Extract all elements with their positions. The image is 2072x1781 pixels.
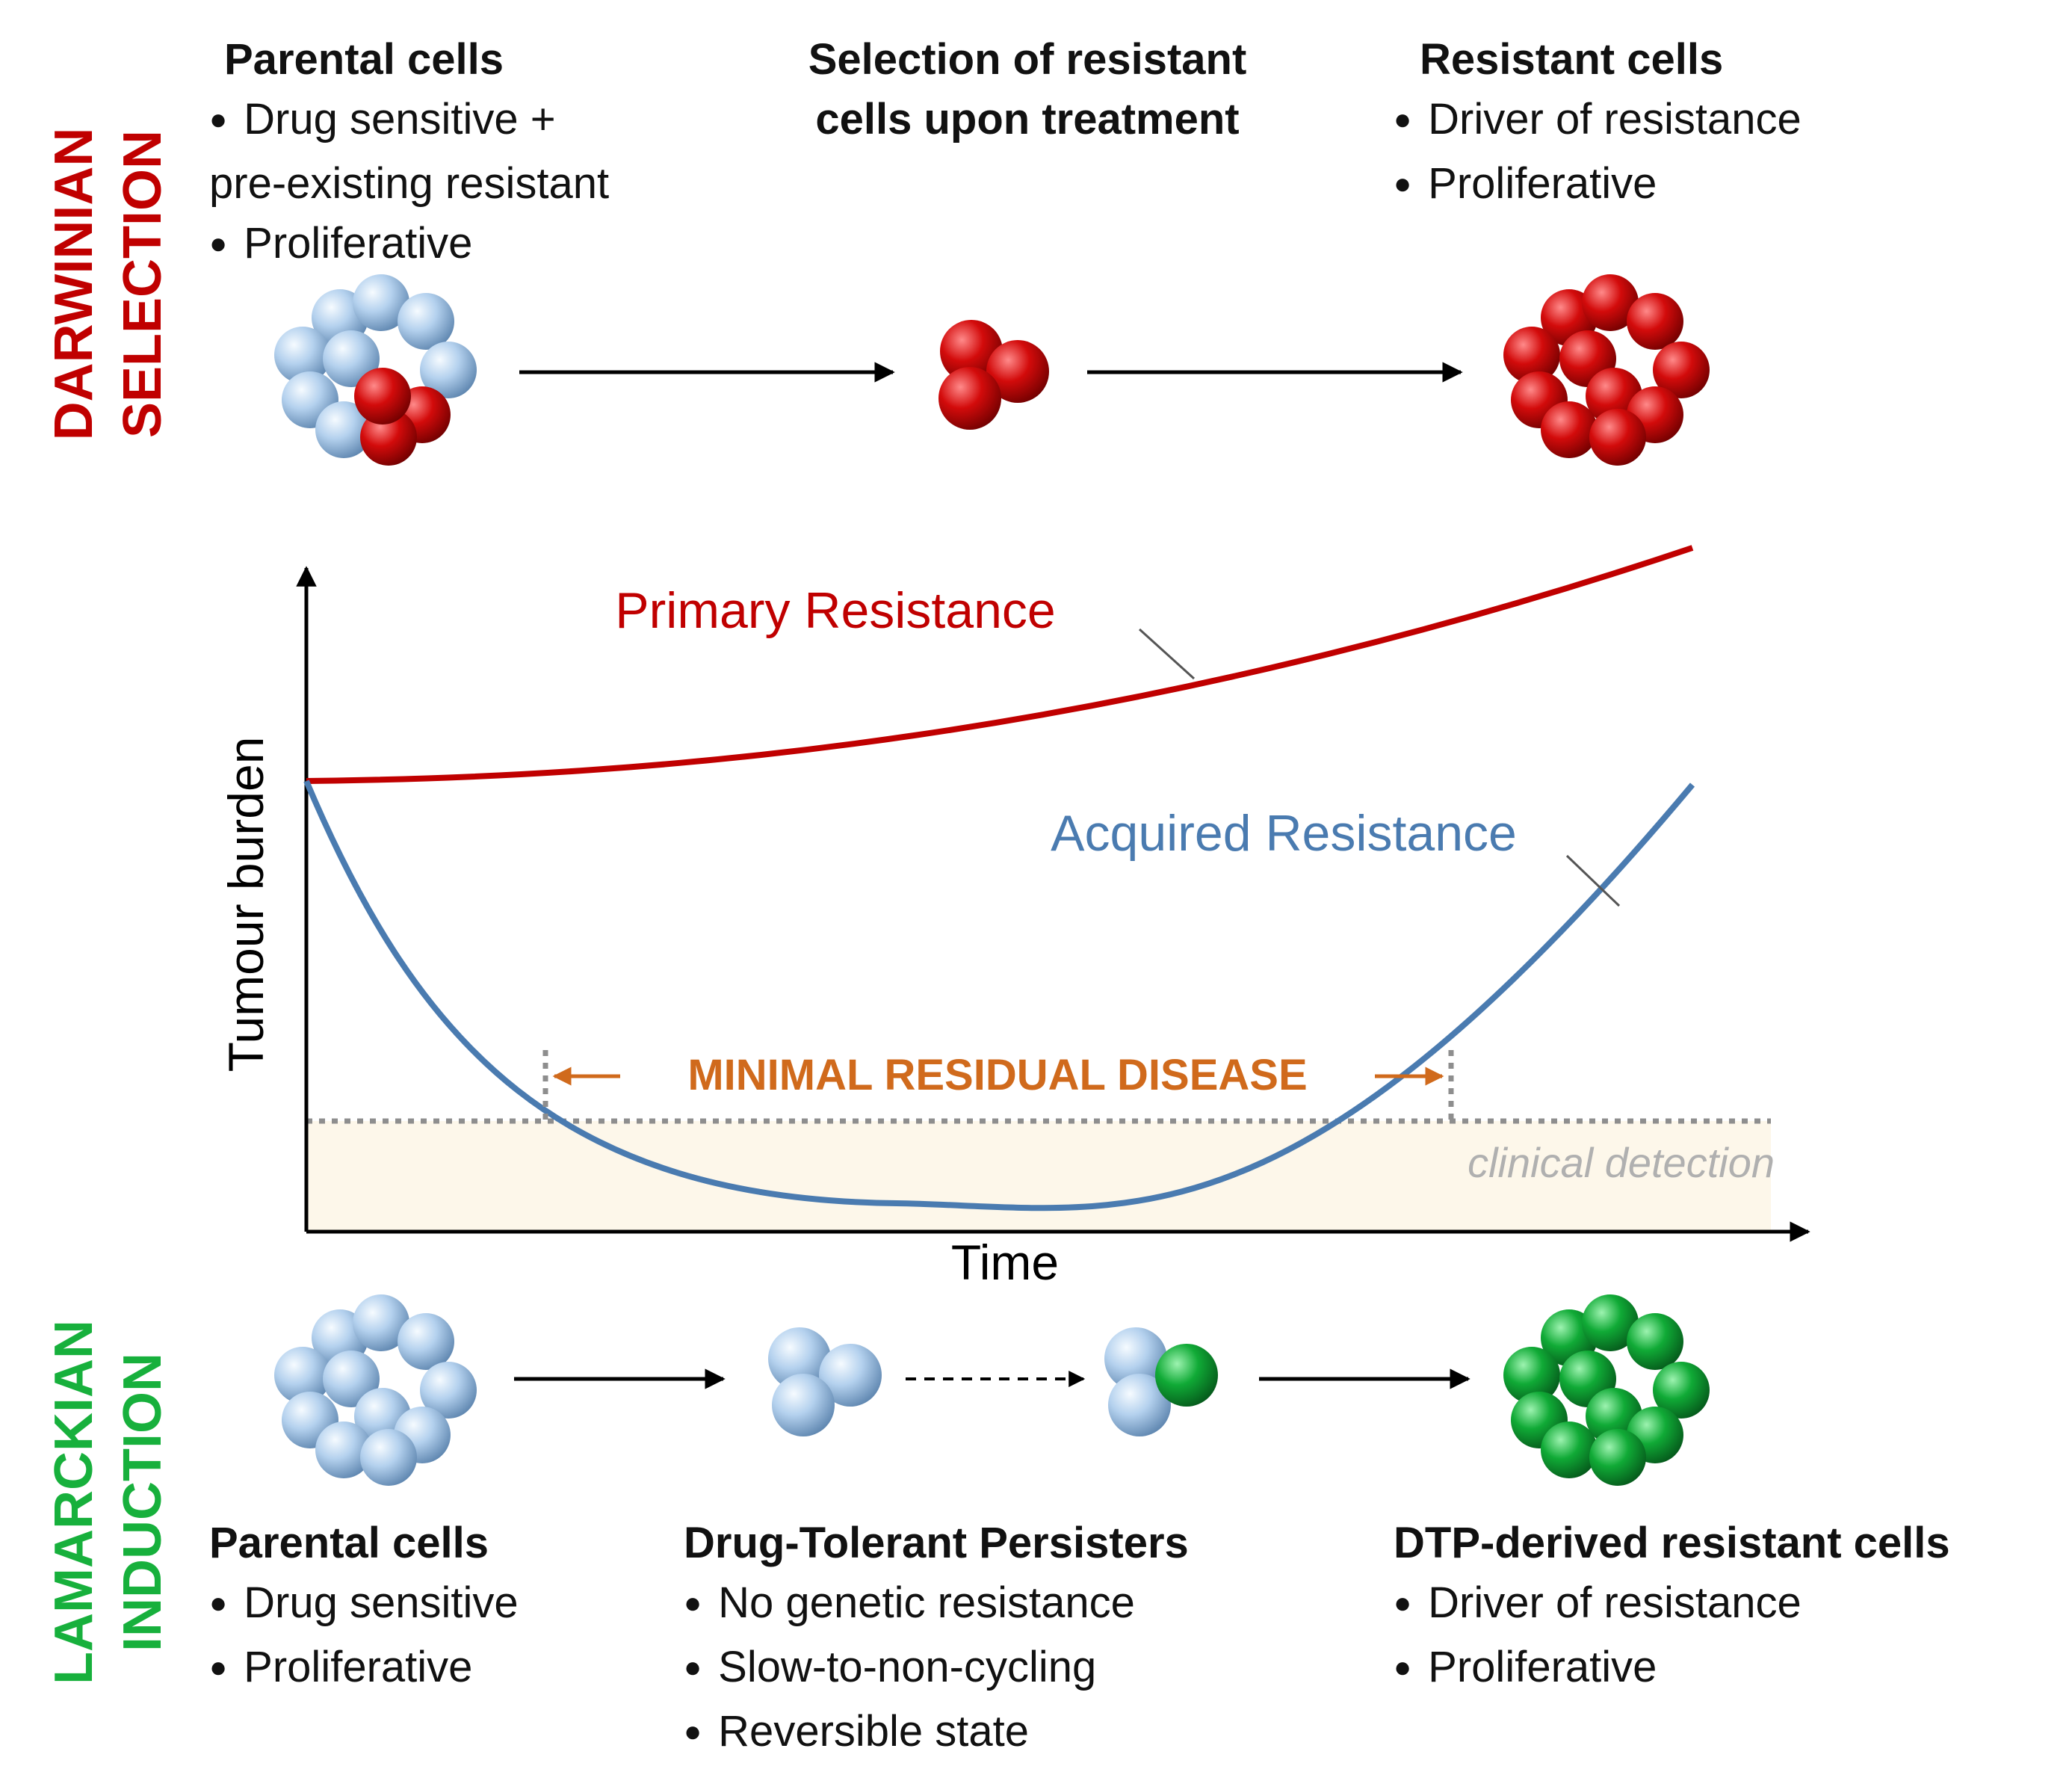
resistant-cluster bbox=[1503, 274, 1710, 466]
lamarckian-induction-label: LAMARCKIAN INDUCTION bbox=[44, 1320, 173, 1685]
top-resistant-bullet-2: Proliferative bbox=[1394, 154, 1802, 218]
top-parental-bullet-2: Proliferative bbox=[209, 214, 609, 278]
bottom-derived-bullet-1: Driver of resistance bbox=[1394, 1573, 1950, 1638]
parental-cluster-bottom bbox=[274, 1294, 477, 1486]
primary-resistance-label: Primary Resistance bbox=[615, 582, 1056, 639]
y-axis-label: Tumour burden bbox=[218, 737, 273, 1072]
top-resistant-bullet-1: Driver of resistance bbox=[1394, 90, 1802, 154]
top-resistant-title: Resistant cells bbox=[1420, 35, 1724, 84]
transitioning-cluster bbox=[1104, 1327, 1218, 1436]
top-parental-title: Parental cells bbox=[224, 35, 504, 84]
bottom-dtp-bullet-2: Slow-to-non-cycling bbox=[684, 1638, 1189, 1702]
parental-cluster-top bbox=[274, 274, 477, 466]
top-parental-bullet-1: Drug sensitive + bbox=[209, 90, 609, 154]
bottom-parental-bullet-1: Drug sensitive bbox=[209, 1573, 518, 1638]
bottom-derived-title: DTP-derived resistant cells bbox=[1394, 1519, 1950, 1567]
bottom-parental-bullet-2: Proliferative bbox=[209, 1638, 519, 1702]
bottom-parental-block: Parental cells Drug sensitive Proliferat… bbox=[209, 1513, 519, 1702]
primary-leader-line bbox=[1138, 628, 1196, 680]
mrd-label: MINIMAL RESIDUAL DISEASE bbox=[687, 1051, 1307, 1099]
clinical-detection-zone bbox=[306, 1121, 1771, 1232]
clinical-detection-label: clinical detection bbox=[1468, 1139, 1775, 1186]
persister-cluster bbox=[768, 1327, 882, 1436]
selected-cluster bbox=[938, 320, 1049, 430]
top-selection-block: Selection of resistant cells upon treatm… bbox=[766, 30, 1289, 149]
bottom-dtp-bullet-3: Reversible state bbox=[684, 1702, 1189, 1766]
acquired-resistance-label: Acquired Resistance bbox=[1051, 805, 1517, 862]
primary-resistance-curve bbox=[306, 545, 1694, 784]
bottom-parental-title: Parental cells bbox=[209, 1519, 489, 1567]
top-selection-line-2: cells upon treatment bbox=[815, 95, 1240, 143]
top-resistant-block: Resistant cells Driver of resistance Pro… bbox=[1394, 30, 1802, 218]
top-selection-line-1: Selection of resistant bbox=[808, 35, 1247, 84]
top-parental-bullet-1-cont: pre-existing resistant bbox=[209, 159, 610, 208]
bottom-derived-bullet-2: Proliferative bbox=[1394, 1638, 1950, 1702]
top-parental-block: Parental cells Drug sensitive + pre-exis… bbox=[209, 30, 609, 278]
bottom-dtp-bullet-1: No genetic resistance bbox=[684, 1573, 1189, 1638]
tumour-burden-chart: Primary Resistance Acquired Resistance M… bbox=[218, 545, 1810, 1290]
acquired-leader-line bbox=[1565, 854, 1621, 907]
dtp-resistant-cluster bbox=[1503, 1294, 1710, 1486]
acquired-resistance-curve bbox=[303, 780, 1695, 1211]
bottom-derived-block: DTP-derived resistant cells Driver of re… bbox=[1394, 1513, 1950, 1702]
bottom-dtp-title: Drug-Tolerant Persisters bbox=[684, 1519, 1189, 1567]
darwinian-selection-label: DARWINIAN SELECTION bbox=[44, 127, 173, 441]
bottom-dtp-block: Drug-Tolerant Persisters No genetic resi… bbox=[684, 1513, 1189, 1766]
x-axis-label: Time bbox=[951, 1235, 1059, 1290]
